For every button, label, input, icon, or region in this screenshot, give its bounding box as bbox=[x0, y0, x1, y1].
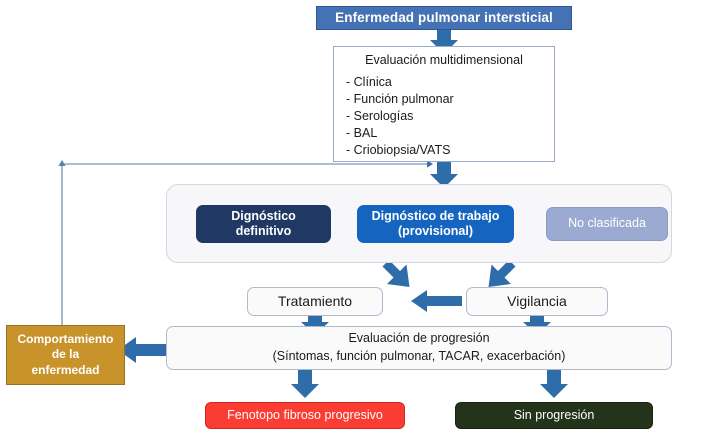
arrow-diagnosis-to-treatment bbox=[382, 260, 410, 287]
arrow-surveillance-to-treatment bbox=[411, 290, 462, 312]
evaluation-item: Clínica bbox=[346, 74, 554, 91]
node-diagnosis-working[interactable]: Dignóstico de trabajo (provisional) bbox=[357, 205, 514, 243]
node-outcome-no-progression[interactable]: Sin progresión bbox=[455, 402, 653, 429]
feedback-arrowhead-up bbox=[58, 160, 66, 166]
node-diagnosis-definitive[interactable]: Dignóstico definitivo bbox=[196, 205, 331, 243]
behaviour-line3: enfermedad bbox=[31, 362, 100, 377]
node-interstitial-lung-disease[interactable]: Enfermedad pulmonar intersticial bbox=[316, 6, 572, 30]
progression-line1: Evaluación de progresión bbox=[348, 331, 490, 346]
node-multidimensional-evaluation[interactable]: Evaluación multidimensional Clínica Func… bbox=[333, 46, 555, 162]
arrow-progression-to-behaviour bbox=[118, 337, 166, 363]
behaviour-line2: de la bbox=[51, 347, 80, 362]
node-treatment[interactable]: Tratamiento bbox=[247, 287, 383, 316]
node-disease-behaviour[interactable]: Comportamiento de la enfermedad bbox=[6, 325, 125, 385]
arrow-progression-to-outcome-1 bbox=[291, 370, 319, 398]
node-progression-evaluation[interactable]: Evaluación de progresión (Síntomas, func… bbox=[166, 326, 672, 370]
evaluation-title: Evaluación multidimensional bbox=[365, 53, 523, 67]
diagnosis-definitive-line1: Dignóstico bbox=[231, 208, 296, 223]
diagnosis-working-line1: Dignóstico de trabajo bbox=[371, 208, 500, 223]
evaluation-item: BAL bbox=[346, 125, 554, 142]
behaviour-line1: Comportamiento bbox=[17, 331, 114, 346]
diagnosis-definitive-line2: definitivo bbox=[235, 224, 292, 238]
evaluation-item: Criobiopsia/VATS bbox=[346, 142, 554, 159]
arrow-diagnosis-to-surveillance bbox=[488, 260, 516, 287]
arrow-progression-to-outcome-2 bbox=[540, 370, 568, 398]
node-surveillance[interactable]: Vigilancia bbox=[466, 287, 608, 316]
evaluation-item: Función pulmonar bbox=[346, 91, 554, 108]
progression-line2: (Síntomas, función pulmonar, TACAR, exac… bbox=[272, 349, 566, 363]
evaluation-item: Serologías bbox=[346, 108, 554, 125]
diagnosis-working-line2: (provisional) bbox=[397, 224, 473, 238]
node-outcome-progressive-fibrotic-phenotype[interactable]: Fenotopo fibroso progresivo bbox=[205, 402, 405, 429]
evaluation-item-list: Clínica Función pulmonar Serologías BAL … bbox=[334, 74, 554, 159]
node-diagnosis-unclassified[interactable]: No clasificada bbox=[546, 207, 668, 241]
